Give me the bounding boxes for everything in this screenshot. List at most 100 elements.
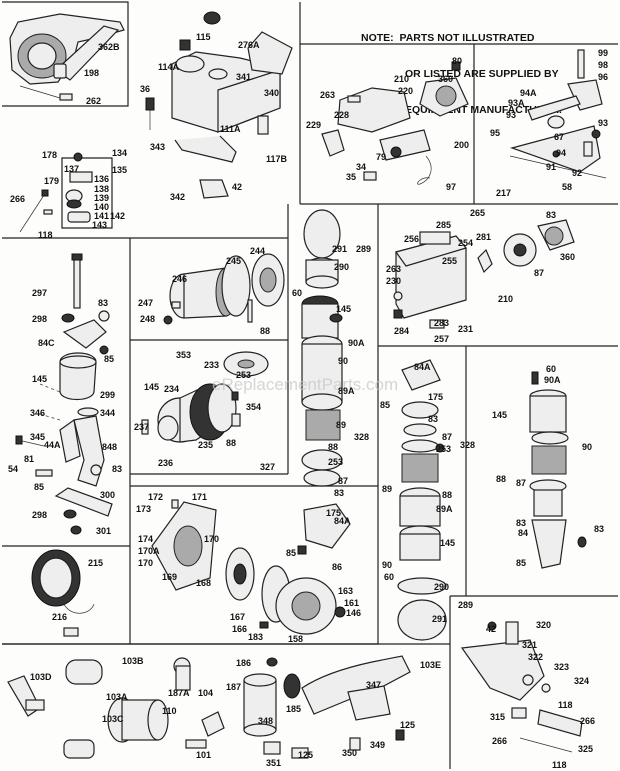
part-label: 185 <box>286 704 301 714</box>
part-label: 139 <box>94 193 109 203</box>
part-label: 146 <box>346 608 361 618</box>
part-label: 83 <box>546 210 556 220</box>
part-label: 290 <box>334 262 349 272</box>
blower-housing-assembly <box>151 499 346 635</box>
part-label: 84A <box>414 362 431 372</box>
part-label: 217 <box>496 188 511 198</box>
part-label: 348 <box>258 716 273 726</box>
part-label: 42 <box>232 182 242 192</box>
recoil-starter-assembly <box>9 13 125 101</box>
part-label: 320 <box>536 620 551 630</box>
part-label: 91 <box>546 162 556 172</box>
part-label: 179 <box>44 176 59 186</box>
part-label: 345 <box>30 432 45 442</box>
note-line-1: NOTE: PARTS NOT ILLUSTRATED <box>361 32 535 44</box>
part-label: 347 <box>366 680 381 690</box>
part-label: 220 <box>398 86 413 96</box>
part-label: 354 <box>246 402 261 412</box>
part-label: 114A <box>158 62 180 72</box>
note-line-2: OR LISTED ARE SUPPLIED BY <box>405 68 559 80</box>
part-label: 93 <box>598 118 608 128</box>
air-cleaner-dual-element-assembly <box>141 351 269 443</box>
part-label: 93 <box>506 110 516 120</box>
part-label: 145 <box>336 304 351 314</box>
part-label: 328 <box>354 432 369 442</box>
part-label: 183 <box>248 632 263 642</box>
part-label: 187A <box>168 688 190 698</box>
part-label: 87 <box>516 478 526 488</box>
part-label: 81 <box>24 454 34 464</box>
part-label: 137 <box>64 164 79 174</box>
part-label: 323 <box>554 662 569 672</box>
part-label: 284 <box>394 326 409 336</box>
part-label: 35 <box>346 172 356 182</box>
part-label: 200 <box>454 140 469 150</box>
part-label: 169 <box>162 572 177 582</box>
part-label: 246 <box>172 274 187 284</box>
part-label: 60 <box>546 364 556 374</box>
part-label: 83 <box>594 524 604 534</box>
part-label: 173 <box>136 504 151 514</box>
part-label: 145 <box>440 538 455 548</box>
part-label: 328 <box>460 440 475 450</box>
part-label: 291 <box>332 244 347 254</box>
part-label: 325 <box>578 744 593 754</box>
part-label: 299 <box>100 390 115 400</box>
part-label: 340 <box>264 88 279 98</box>
part-label: 67 <box>554 132 564 142</box>
part-label: 186 <box>236 658 251 668</box>
part-label: 90 <box>382 560 392 570</box>
part-label: 88 <box>442 490 452 500</box>
part-label: 175 <box>428 392 443 402</box>
part-label: 125 <box>400 720 415 730</box>
part-label: 245 <box>226 256 241 266</box>
part-label: 291 <box>432 614 447 624</box>
part-label: 298 <box>32 314 47 324</box>
part-label: 301 <box>96 526 111 536</box>
part-label: 230 <box>386 276 401 286</box>
part-label: 228 <box>334 110 349 120</box>
part-label: 99 <box>598 48 608 58</box>
part-label: 256 <box>404 234 419 244</box>
part-label: 167 <box>230 612 245 622</box>
part-label: 253 <box>328 457 343 467</box>
part-label: 210 <box>394 74 409 84</box>
part-label: 324 <box>574 676 589 686</box>
part-label: 229 <box>306 120 321 130</box>
part-label: 138 <box>94 184 109 194</box>
part-label: 92 <box>572 168 582 178</box>
part-label: 135 <box>112 165 127 175</box>
part-label: 115 <box>196 32 211 42</box>
part-label: 83 <box>428 414 438 424</box>
part-label: 353 <box>176 350 191 360</box>
part-label: 168 <box>196 578 211 588</box>
part-label: 266 <box>580 716 595 726</box>
part-label: 236 <box>158 458 173 468</box>
part-label: 145 <box>492 410 507 420</box>
part-label: 140 <box>94 202 109 212</box>
part-label: 97 <box>446 182 456 192</box>
part-label: 231 <box>458 324 473 334</box>
part-label: 344 <box>100 408 115 418</box>
part-label: 253 <box>436 444 451 454</box>
air-cleaner-stack-right <box>397 359 447 641</box>
part-label: 87 <box>338 476 348 486</box>
muffler-deflector-assembly <box>31 549 95 637</box>
governor-linkage-assembly <box>509 49 607 179</box>
part-label: 187 <box>226 682 241 692</box>
part-label: 175 <box>326 508 341 518</box>
exhaust-muffler-assembly <box>243 655 411 759</box>
part-label: 300 <box>100 490 115 500</box>
part-label: 237 <box>134 422 149 432</box>
part-label: 321 <box>522 640 537 650</box>
part-label: 351 <box>266 758 281 768</box>
part-label: 158 <box>288 634 303 644</box>
part-label: 83 <box>516 518 526 528</box>
part-label: 88 <box>328 442 338 452</box>
part-label: 178 <box>42 150 57 160</box>
part-label: 174 <box>138 534 153 544</box>
part-label: 103E <box>420 660 441 670</box>
air-cleaner-stack-left <box>297 209 351 555</box>
part-label: 257 <box>434 334 449 344</box>
part-label: 90 <box>338 356 348 366</box>
